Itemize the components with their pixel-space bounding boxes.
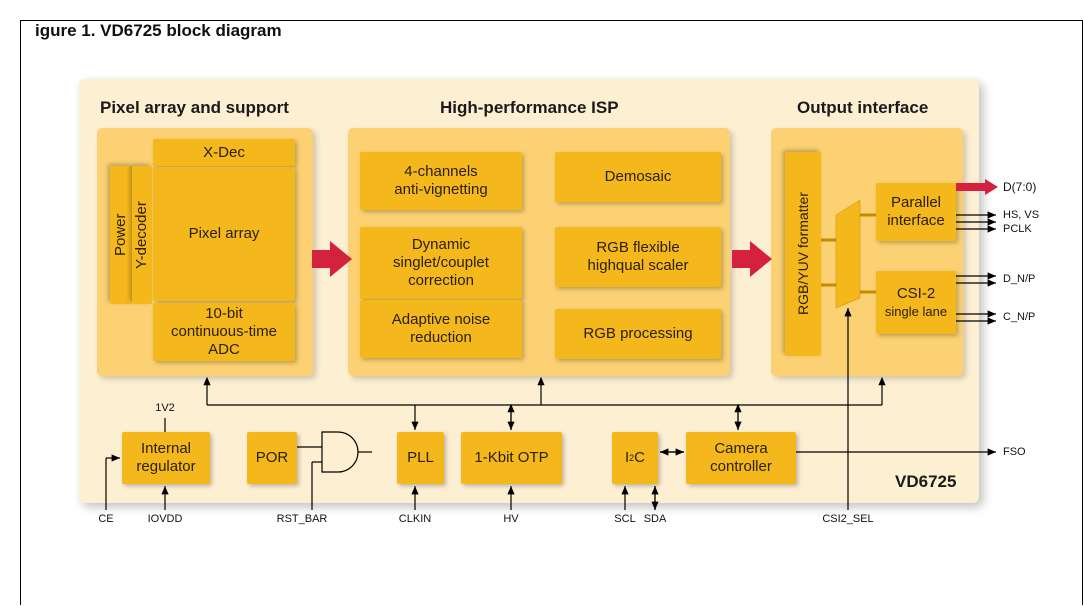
i2c-label-sup: 2 [629,453,635,463]
i2c-label-c: C [634,449,646,466]
pixel-array-block: Pixel array [153,167,295,301]
figure-caption: igure 1. VD6725 block diagram [35,21,282,40]
signal-ce: CE [98,513,114,525]
signal-scl: SCL [614,513,636,525]
signal-iovdd: IOVDD [147,513,183,525]
signal-pclk: PCLK [1003,223,1032,235]
csi2-label: CSI-2 [896,284,936,302]
scaler-block: RGB flexible highqual scaler [555,227,721,287]
internal-regulator-block: Internal regulator [122,432,210,484]
rgb-processing-block: RGB processing [555,309,721,359]
por-block: POR [247,432,297,484]
demosaic-block: Demosaic [555,152,721,202]
signal-csi2-sel: CSI2_SEL [822,513,874,525]
flow-arrow-isp-to-output [732,241,772,277]
signal-clkin: CLKIN [398,513,432,525]
adc-block: 10-bit continuous-time ADC [153,303,295,361]
signal-cnp: C_N/P [1003,311,1036,323]
flow-arrow-pixel-to-isp [312,241,352,277]
section-title-isp: High-performance ISP [440,98,619,117]
camera-controller-block: Camera controller [686,432,796,484]
signal-d70: D(7:0) [1003,180,1037,194]
signal-hsvs: HS, VS [1003,209,1040,221]
pll-block: PLL [397,432,444,484]
figure-frame: igure 1. VD6725 block diagram [20,20,1083,605]
signal-dnp: D_N/P [1003,273,1036,285]
signal-sda: SDA [643,513,667,525]
otp-block: 1-Kbit OTP [461,432,562,484]
xdec-block: X-Dec [153,139,295,166]
csi2-block: CSI-2 single lane [876,271,956,334]
parallel-interface-block: Parallel interface [876,183,956,241]
anti-vignetting-block: 4-channels anti-vignetting [360,152,522,210]
dynamic-correction-block: Dynamic singlet/couplet correction [360,227,522,299]
signal-rst-bar: RST_BAR [276,513,328,525]
csi2-sublabel: single lane [884,303,948,319]
signal-1v2: 1V2 [155,402,175,414]
signal-fso: FSO [1003,446,1026,458]
section-title-output: Output interface [797,98,929,117]
noise-reduction-block: Adaptive noise reduction [360,300,522,358]
output-mux [835,199,861,309]
flow-arrow-d70 [956,179,998,195]
signal-hv: HV [503,513,519,525]
i2c-label-i: I [624,449,630,466]
section-title-pixel: Pixel array and support [100,98,289,117]
part-number: VD6725 [895,472,957,491]
